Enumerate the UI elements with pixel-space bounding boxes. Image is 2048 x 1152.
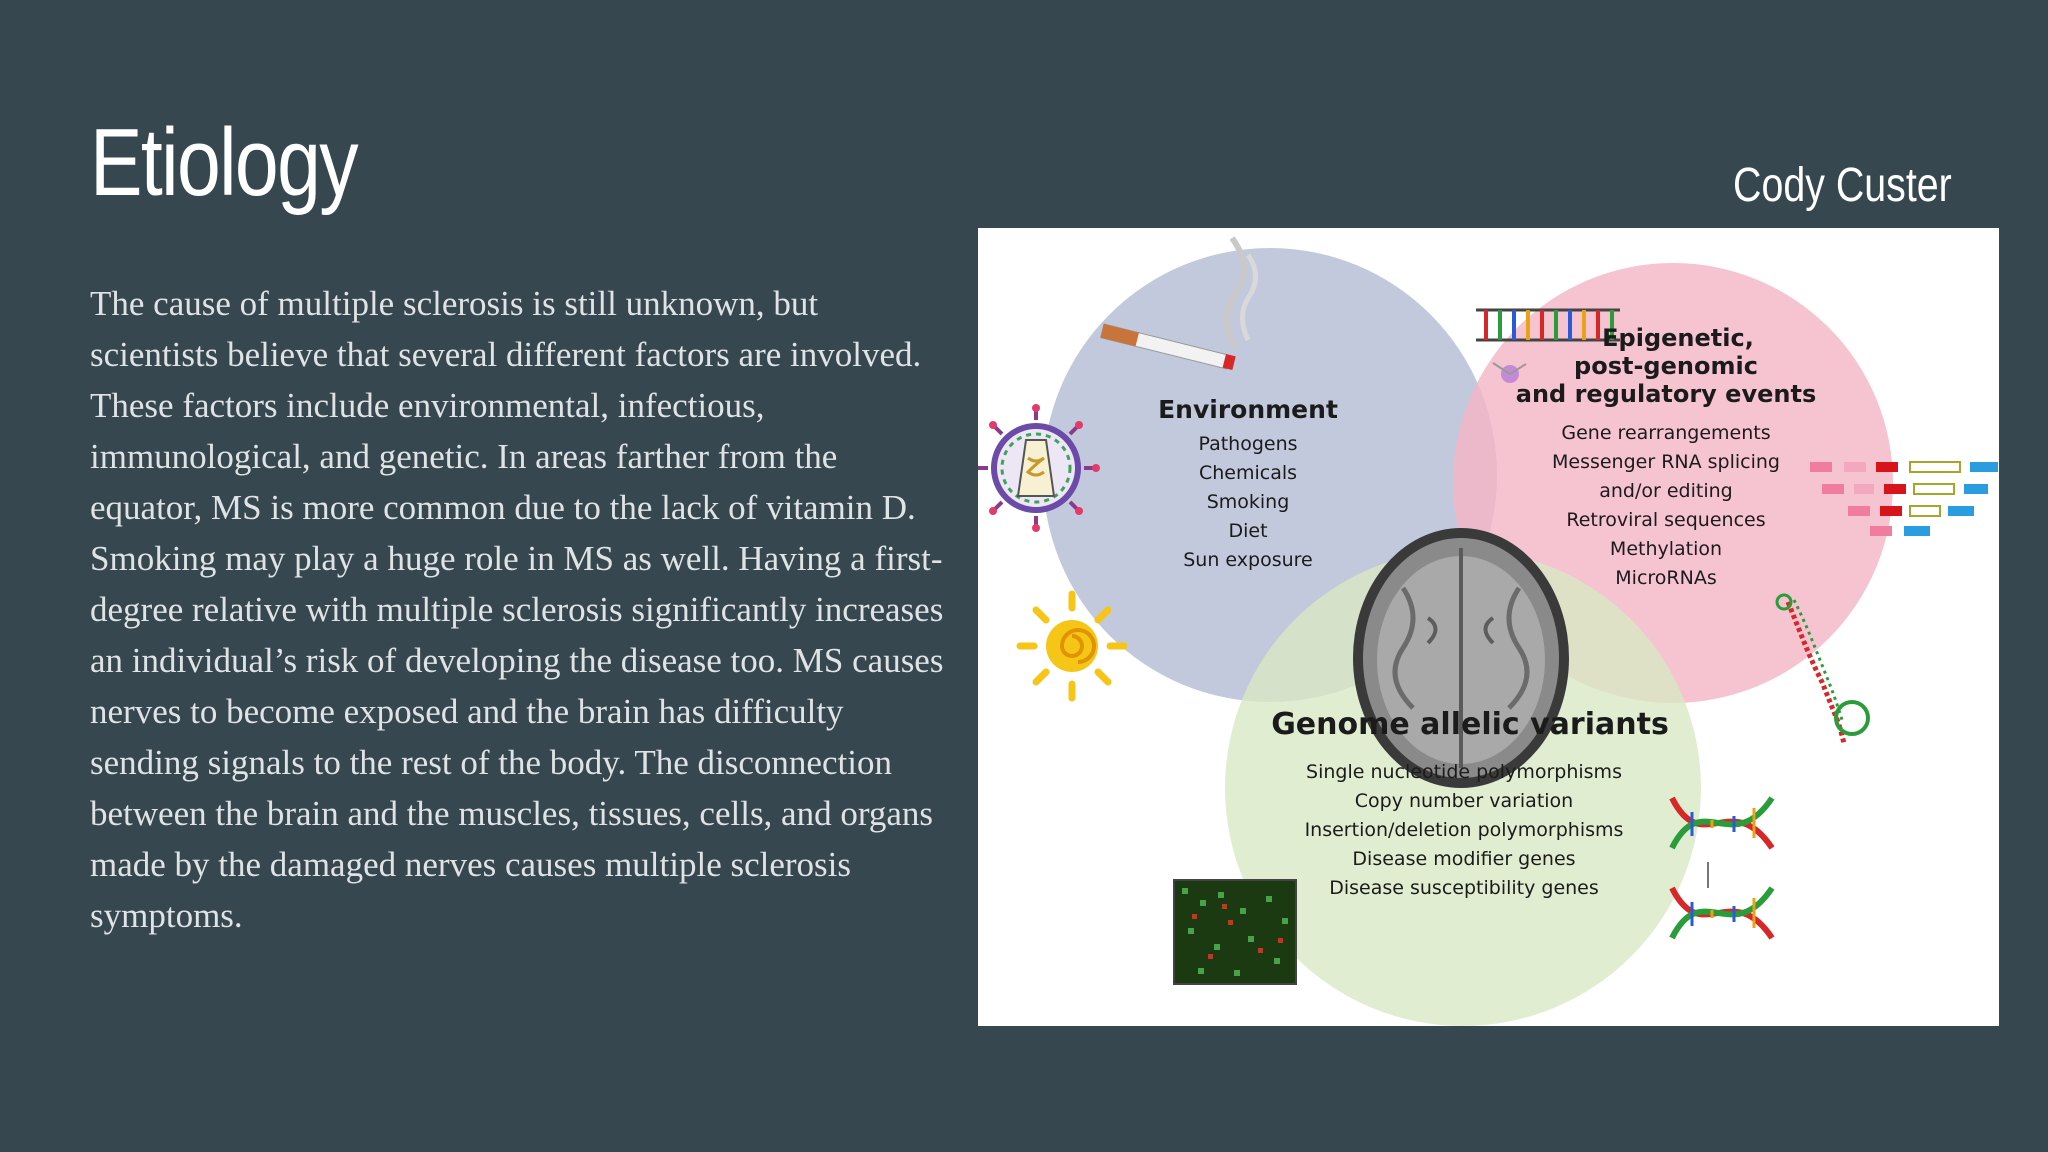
genome-item: Disease susceptibility genes: [1329, 877, 1599, 899]
genome-item: Insertion/deletion polymorphisms: [1305, 819, 1624, 841]
environment-item: Diet: [1228, 520, 1267, 542]
gene-splicing-icon: [1810, 461, 1998, 536]
environment-item: Sun exposure: [1183, 549, 1313, 571]
rna-hairpin-icon: [1775, 593, 1870, 745]
microarray-icon: [1173, 879, 1297, 985]
sun-icon: [1016, 590, 1128, 702]
slide-title: Etiology: [90, 109, 359, 216]
venn-diagram-figure: Environment Pathogens Chemicals Smoking …: [978, 228, 1999, 1026]
genome-heading: Genome allelic variants: [1271, 707, 1669, 742]
cigarette-icon: [1100, 236, 1258, 371]
environment-item: Chemicals: [1199, 462, 1297, 484]
environment-item: Pathogens: [1198, 433, 1297, 455]
venn-diagram: Environment Pathogens Chemicals Smoking …: [978, 236, 1998, 1026]
body-paragraph: The cause of multiple sclerosis is still…: [90, 284, 944, 935]
environment-item: Smoking: [1207, 491, 1290, 513]
genome-circle: [1225, 550, 1701, 1026]
epigenetic-item: Messenger RNA splicing: [1552, 451, 1780, 473]
dna-ladder-icon: [1476, 308, 1620, 383]
epigenetic-item: and/or editing: [1599, 480, 1732, 502]
brain-mri-icon: [1353, 528, 1569, 788]
virus-icon: [978, 404, 1100, 532]
epigenetic-heading: Epigenetic,: [1602, 324, 1754, 352]
epigenetic-item: Retroviral sequences: [1566, 509, 1765, 531]
epigenetic-item: MicroRNAs: [1615, 567, 1716, 589]
genome-item: Copy number variation: [1355, 790, 1573, 812]
epigenetic-item: Gene rearrangements: [1561, 422, 1770, 444]
epigenetic-item: Methylation: [1610, 538, 1722, 560]
epigenetic-heading: and regulatory events: [1516, 380, 1816, 408]
dna-helix-icon: [1669, 796, 1775, 940]
genome-item: Single nucleotide polymorphisms: [1306, 761, 1622, 783]
author-name: Cody Custer: [1733, 159, 1952, 212]
epigenetic-heading: post-genomic: [1574, 352, 1758, 380]
genome-item: Disease modifier genes: [1352, 848, 1575, 870]
environment-heading: Environment: [1158, 395, 1338, 424]
